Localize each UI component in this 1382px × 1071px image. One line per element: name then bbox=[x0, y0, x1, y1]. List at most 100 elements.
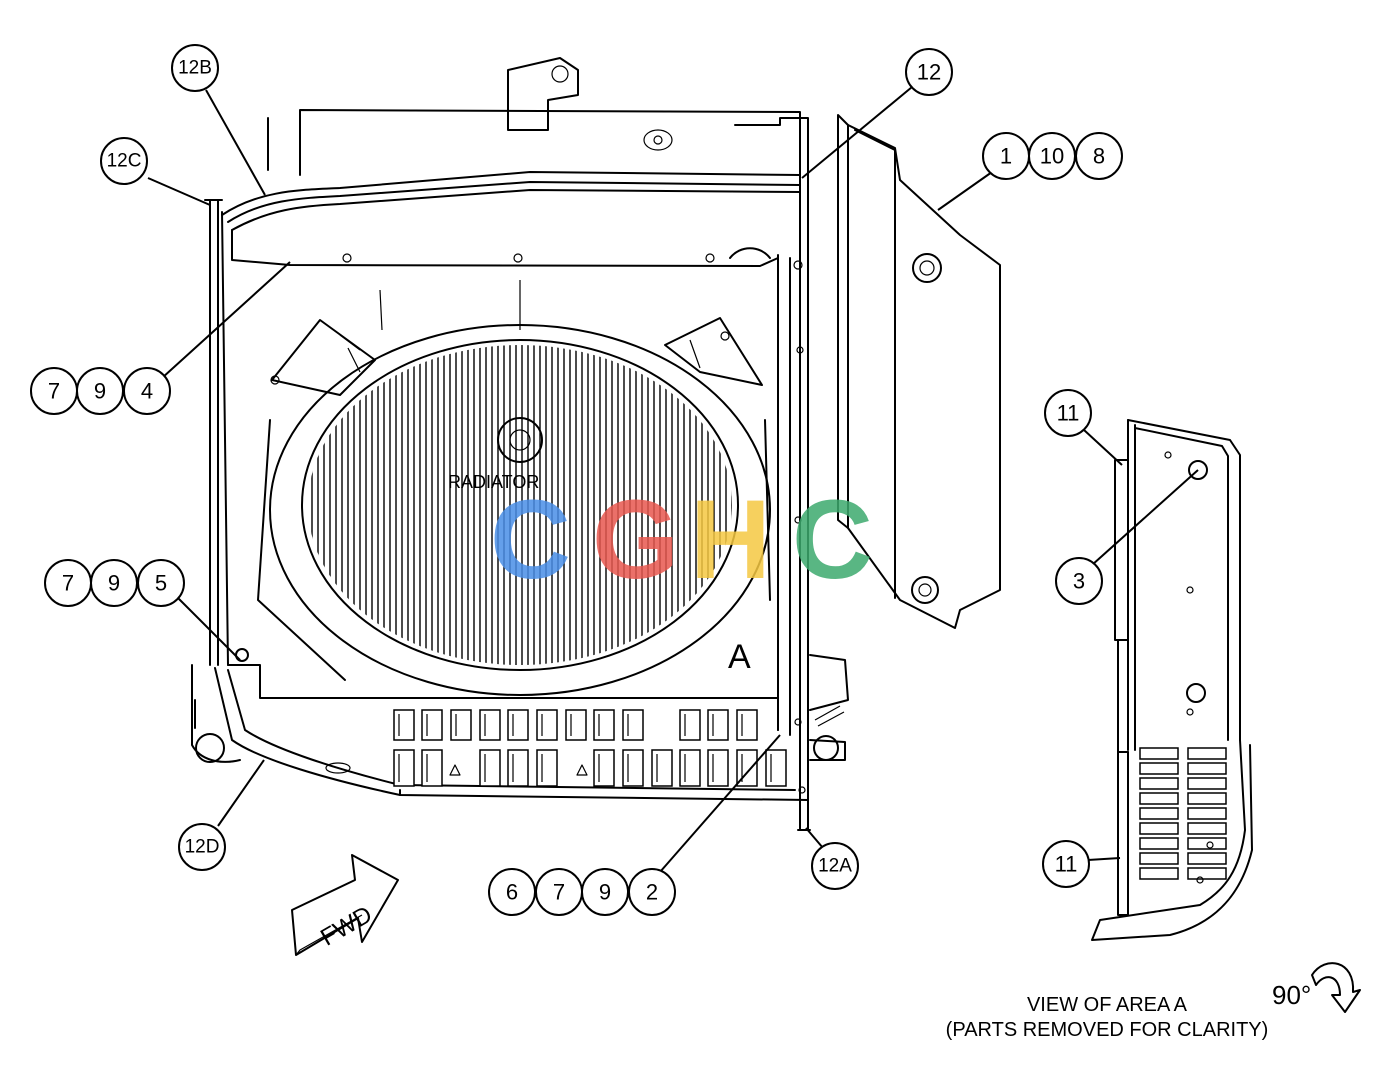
grille-slot bbox=[593, 709, 615, 741]
callout-5: 5 bbox=[137, 559, 185, 607]
callout-9-bottom: 9 bbox=[581, 868, 629, 916]
view-grille-slot bbox=[1187, 852, 1227, 865]
callout-12: 12 bbox=[905, 48, 953, 96]
grille-slot bbox=[707, 709, 729, 741]
grille-slot bbox=[393, 749, 415, 787]
view-grille-slot bbox=[1139, 762, 1179, 775]
view-grille-slot bbox=[1187, 822, 1227, 835]
callout-12a: 12A bbox=[811, 842, 859, 890]
grille-slot bbox=[707, 749, 729, 787]
view-grille-slot bbox=[1187, 807, 1227, 820]
svg-text:7: 7 bbox=[48, 379, 60, 404]
view-grille-slot bbox=[1187, 867, 1227, 880]
grille-slot bbox=[479, 749, 501, 787]
view-grille-slot bbox=[1139, 822, 1179, 835]
grille-slot bbox=[393, 709, 415, 741]
watermark-letter-c2: C bbox=[792, 477, 873, 602]
svg-text:5: 5 bbox=[155, 571, 167, 596]
grille-slot bbox=[507, 709, 529, 741]
grille-slot bbox=[622, 749, 644, 787]
callout-7-mid: 7 bbox=[44, 559, 92, 607]
grille-slots bbox=[393, 709, 787, 787]
callout-6: 6 bbox=[488, 868, 536, 916]
svg-text:4: 4 bbox=[141, 379, 153, 404]
svg-text:12D: 12D bbox=[185, 837, 220, 858]
grille-slot bbox=[507, 749, 529, 787]
callout-12b: 12B bbox=[171, 44, 219, 92]
rotation-arrow-icon bbox=[1311, 962, 1361, 1013]
svg-text:12A: 12A bbox=[818, 856, 852, 877]
view-grille-slot bbox=[1139, 852, 1179, 865]
svg-text:6: 6 bbox=[506, 880, 518, 905]
grille-slot bbox=[421, 709, 443, 741]
grille-slot bbox=[421, 749, 443, 787]
view-grille-slot bbox=[1187, 777, 1227, 790]
grille-slot bbox=[536, 749, 558, 787]
view-grille-slot bbox=[1139, 837, 1179, 850]
svg-text:12B: 12B bbox=[178, 58, 212, 79]
view-grille-slots bbox=[1139, 747, 1227, 880]
view-grille-slot bbox=[1187, 747, 1227, 760]
grille-slot bbox=[679, 749, 701, 787]
grille-slot bbox=[450, 709, 472, 741]
callout-2: 2 bbox=[628, 868, 676, 916]
watermark-letter-h: H bbox=[690, 477, 771, 602]
callout-12c: 12C bbox=[100, 137, 148, 185]
view-title-line-1: VIEW OF AREA A bbox=[1027, 994, 1188, 1016]
svg-text:7: 7 bbox=[62, 571, 74, 596]
watermark-logo: C G H C bbox=[490, 477, 873, 602]
view-grille-slot bbox=[1139, 747, 1179, 760]
view-title-line-2: (PARTS REMOVED FOR CLARITY) bbox=[946, 1019, 1269, 1041]
svg-text:11: 11 bbox=[1057, 401, 1080, 426]
grille-slot bbox=[593, 749, 615, 787]
svg-text:12: 12 bbox=[917, 60, 941, 85]
svg-text:11: 11 bbox=[1055, 852, 1078, 877]
view-of-area-a bbox=[1091, 419, 1253, 941]
grille-slot bbox=[479, 709, 501, 741]
svg-text:3: 3 bbox=[1073, 569, 1085, 594]
view-grille-slot bbox=[1139, 792, 1179, 805]
watermark-letter-c1: C bbox=[490, 477, 571, 602]
callout-11-top: 11 bbox=[1044, 389, 1092, 437]
svg-text:9: 9 bbox=[108, 571, 120, 596]
rotation-label: 90° bbox=[1272, 980, 1311, 1010]
callout-4: 4 bbox=[123, 367, 171, 415]
svg-text:9: 9 bbox=[94, 379, 106, 404]
view-grille-slot bbox=[1187, 762, 1227, 775]
svg-text:12C: 12C bbox=[107, 151, 142, 172]
rotation-indicator: 90° bbox=[1272, 962, 1361, 1013]
svg-text:8: 8 bbox=[1093, 144, 1105, 169]
grille-slot bbox=[651, 749, 673, 787]
view-grille-slot bbox=[1139, 867, 1179, 880]
leader-lines bbox=[147, 86, 1199, 873]
view-grille-slot bbox=[1187, 792, 1227, 805]
area-a-label: A bbox=[728, 638, 751, 676]
svg-text:1: 1 bbox=[1000, 144, 1012, 169]
callout-7-top: 7 bbox=[30, 367, 78, 415]
grille-slot bbox=[536, 709, 558, 741]
grille-slot bbox=[679, 709, 701, 741]
callout-1: 1 bbox=[982, 132, 1030, 180]
view-grille-slot bbox=[1139, 807, 1179, 820]
grille-slot bbox=[765, 749, 787, 787]
callout-3: 3 bbox=[1055, 557, 1103, 605]
callout-12d: 12D bbox=[178, 823, 226, 871]
svg-text:10: 10 bbox=[1040, 144, 1064, 169]
grille-slot bbox=[736, 709, 758, 741]
callout-9-top: 9 bbox=[76, 367, 124, 415]
callout-8: 8 bbox=[1075, 132, 1123, 180]
grille-slot bbox=[565, 709, 587, 741]
callout-11-bottom: 11 bbox=[1042, 840, 1090, 888]
radiator-assembly: RADIATOR A bbox=[191, 57, 849, 831]
svg-text:7: 7 bbox=[553, 880, 565, 905]
watermark-letter-g: G bbox=[592, 477, 679, 602]
view-grille-slot bbox=[1139, 777, 1179, 790]
radiator-label: RADIATOR bbox=[448, 472, 539, 492]
callout-10: 10 bbox=[1028, 132, 1076, 180]
forward-arrow-label: FWD bbox=[316, 901, 377, 952]
callout-9-mid: 9 bbox=[90, 559, 138, 607]
svg-text:9: 9 bbox=[599, 880, 611, 905]
side-panel bbox=[837, 114, 1001, 629]
forward-arrow: FWD bbox=[291, 854, 399, 956]
